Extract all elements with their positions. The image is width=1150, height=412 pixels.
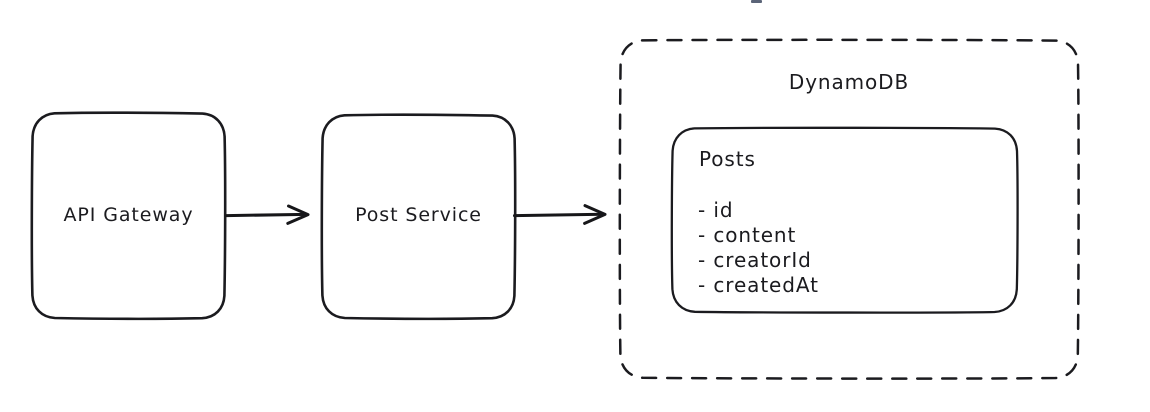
connector-api-gateway-to-post-service[interactable] — [225, 204, 310, 225]
post-service-node-shape[interactable] — [320, 113, 517, 321]
dynamodb-group-shape[interactable] — [618, 38, 1080, 380]
api-gateway-label: API Gateway — [63, 204, 194, 226]
posts-field-list: - id - content - creatorId - createdAt — [698, 198, 819, 298]
connector-post-service-to-dynamodb[interactable] — [513, 204, 607, 225]
api-gateway-node-shape[interactable] — [30, 111, 227, 321]
clipped-edge-artifact — [751, 0, 762, 3]
posts-table-shape[interactable] — [670, 126, 1019, 314]
dynamodb-group-label: DynamoDB — [788, 70, 910, 94]
posts-field-creator-id: - creatorId — [698, 248, 812, 272]
posts-field-id: - id — [698, 198, 734, 222]
posts-field-created-at: - createdAt — [698, 273, 819, 297]
posts-table-title: Posts — [699, 147, 756, 171]
posts-field-content: - content — [698, 223, 797, 247]
post-service-label: Post Service — [355, 204, 482, 226]
